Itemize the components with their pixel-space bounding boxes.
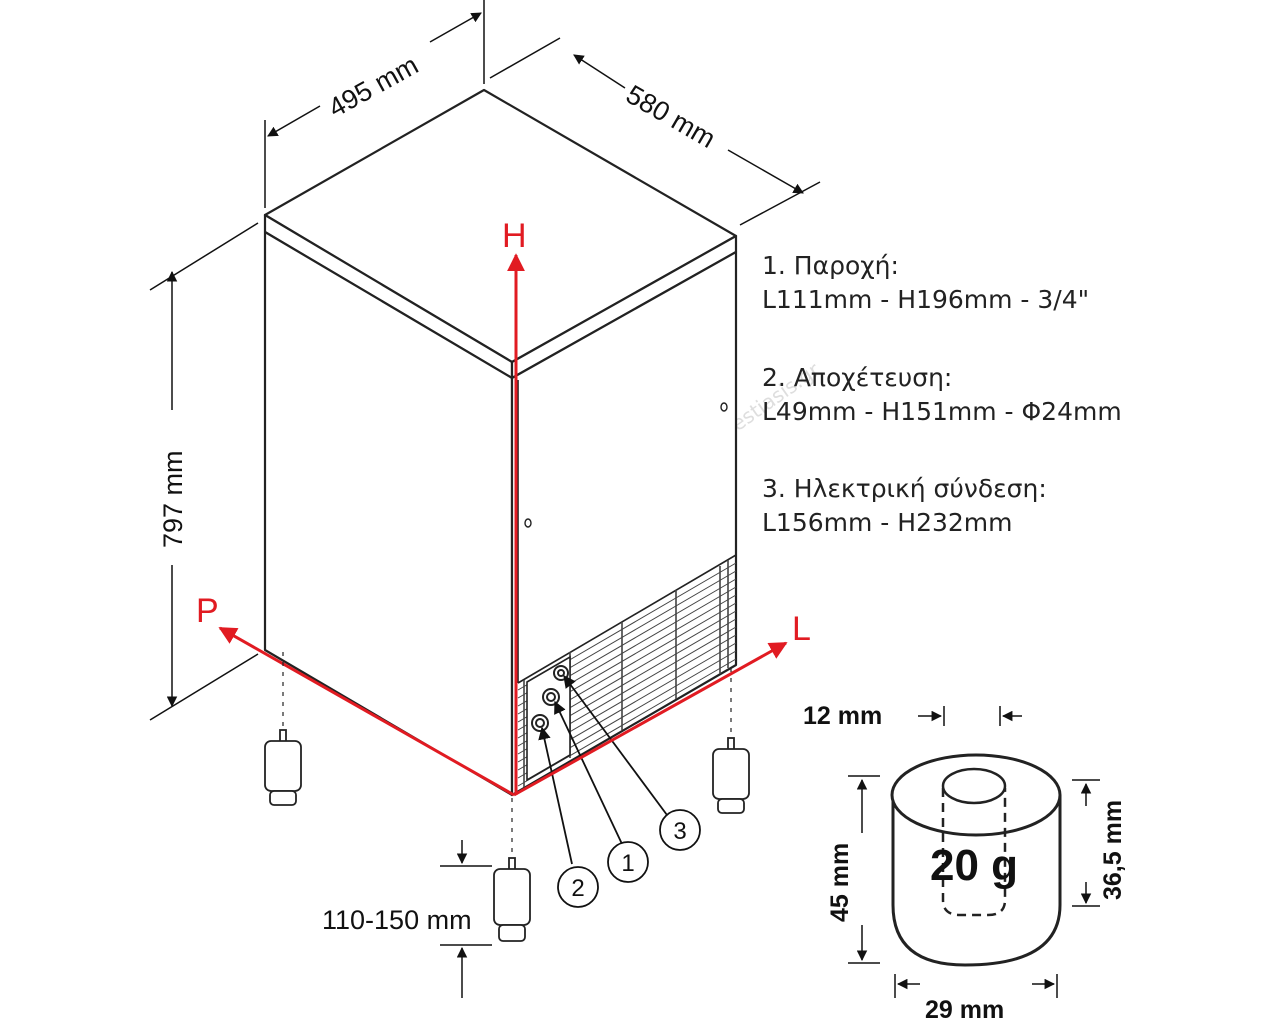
axis-p-label: P — [196, 592, 219, 630]
callout-2: 2 — [557, 866, 599, 908]
ice-base-dimension: 29 mm — [925, 996, 1004, 1024]
cabinet — [263, 88, 738, 797]
axis-l-label: L — [792, 610, 811, 648]
height-dimension: 797 mm — [158, 450, 188, 548]
ice-cube-weight: 20 g — [930, 841, 1018, 890]
spec-1-title: 1. Παροχή: — [762, 251, 899, 280]
spec-3-detail: L156mm - H232mm — [762, 508, 1013, 537]
svg-text:3: 3 — [673, 818, 686, 845]
legs — [264, 652, 750, 942]
axis-l — [513, 641, 788, 797]
svg-text:1: 1 — [621, 850, 634, 877]
spec-2-detail: L49mm - H151mm - Φ24mm — [762, 397, 1122, 426]
latch-icon — [720, 402, 728, 412]
depth-dimension: 580 mm — [621, 79, 720, 154]
latch-icon — [524, 518, 532, 528]
axes — [218, 253, 788, 797]
spec-2-title: 2. Αποχέτευση: — [762, 363, 952, 392]
callout-1: 1 — [607, 841, 649, 883]
ice-hole-dimension: 12 mm — [803, 702, 882, 730]
legs-dimension: 110-150 mm — [322, 905, 472, 935]
ventilation-grille — [517, 560, 737, 787]
callout-3: 3 — [659, 809, 701, 851]
spec-1-detail: L111mm - H196mm - 3/4" — [762, 285, 1089, 314]
svg-text:2: 2 — [571, 875, 584, 902]
ice-cube: 20 g — [890, 753, 1062, 967]
specs-list: 1. Παροχή: L111mm - H196mm - 3/4" 2. Απο… — [762, 251, 1122, 537]
spec-3-title: 3. Ηλεκτρική σύνδεση: — [762, 474, 1047, 503]
axis-h-label: H — [502, 217, 527, 255]
axis-p — [218, 626, 515, 797]
ice-inner-dimension: 36,5 mm — [1099, 800, 1127, 900]
ice-height-dimension: 45 mm — [826, 843, 854, 922]
width-dimension: 495 mm — [323, 50, 423, 124]
